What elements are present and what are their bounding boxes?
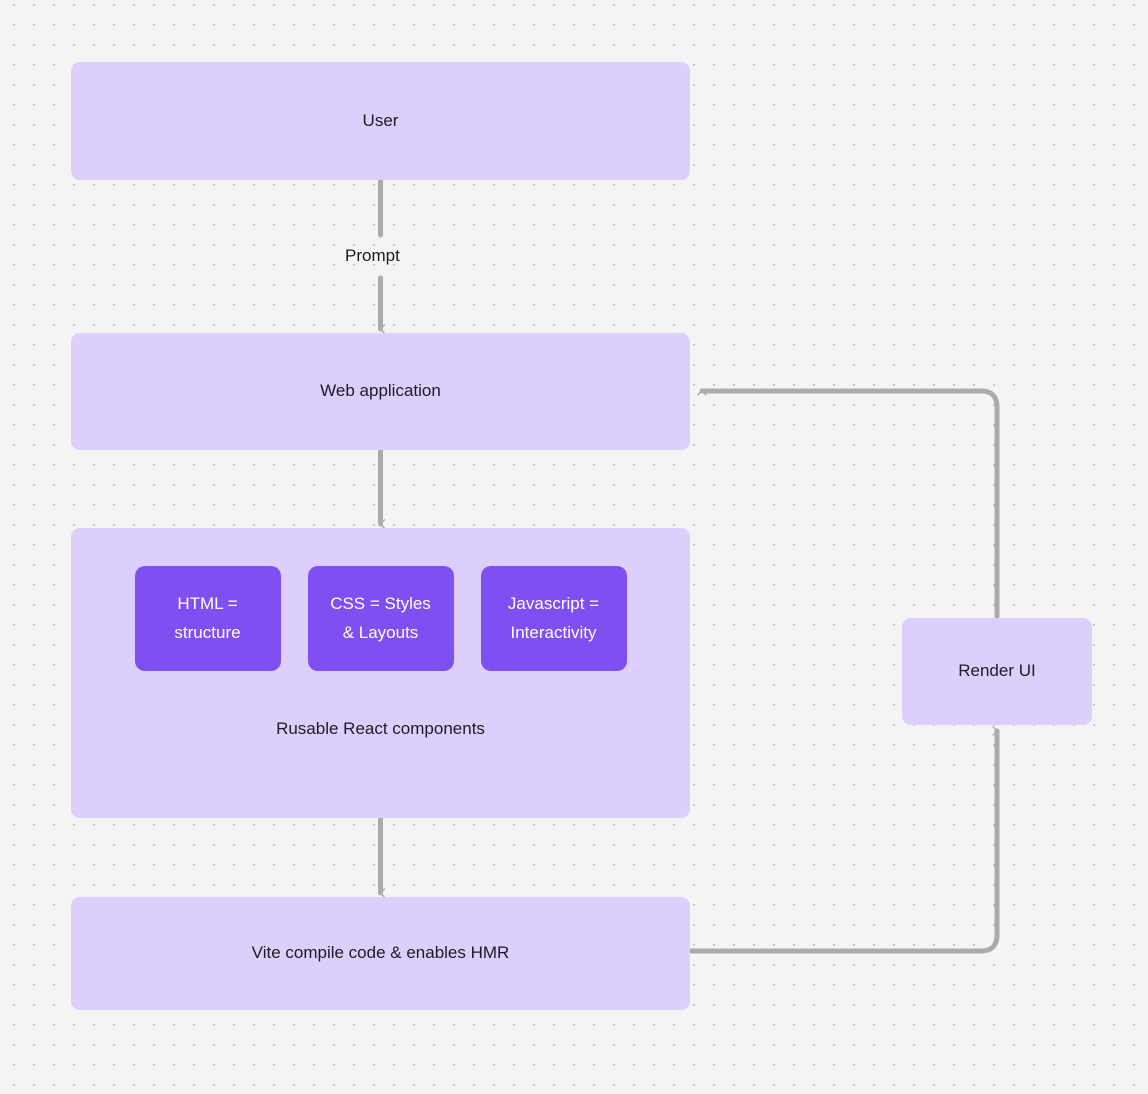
node-vite-label: Vite compile code & enables HMR [251,943,510,963]
edge-render-to-webapp [697,388,1000,620]
node-react-components-caption: Rusable React components [276,719,485,738]
chip-css[interactable]: CSS = Styles & Layouts [307,566,454,671]
node-web-application[interactable]: Web application [71,333,690,450]
node-react-components[interactable]: HTML = structure CSS = Styles & Layouts … [71,528,690,818]
node-web-application-label: Web application [320,381,441,401]
chip-html-line2: structure [174,622,241,642]
chip-css-line2: & Layouts [342,622,419,642]
chip-row: HTML = structure CSS = Styles & Layouts … [71,566,690,671]
node-render-ui-label: Render UI [958,661,1036,681]
chip-html[interactable]: HTML = structure [134,566,281,671]
node-vite[interactable]: Vite compile code & enables HMR [71,897,690,1010]
edge-vite-to-render [688,726,1000,954]
chip-javascript[interactable]: Javascript = Interactivity [480,566,627,671]
chip-javascript-line1: Javascript = [507,593,600,613]
edge-label-prompt: Prompt [345,246,400,265]
node-render-ui[interactable]: Render UI [902,618,1092,725]
chip-css-line1: CSS = Styles [330,593,431,613]
node-user[interactable]: User [71,62,690,180]
node-user-label: User [362,110,399,130]
chip-html-line1: HTML = [177,593,238,613]
chip-javascript-line2: Interactivity [510,622,597,642]
